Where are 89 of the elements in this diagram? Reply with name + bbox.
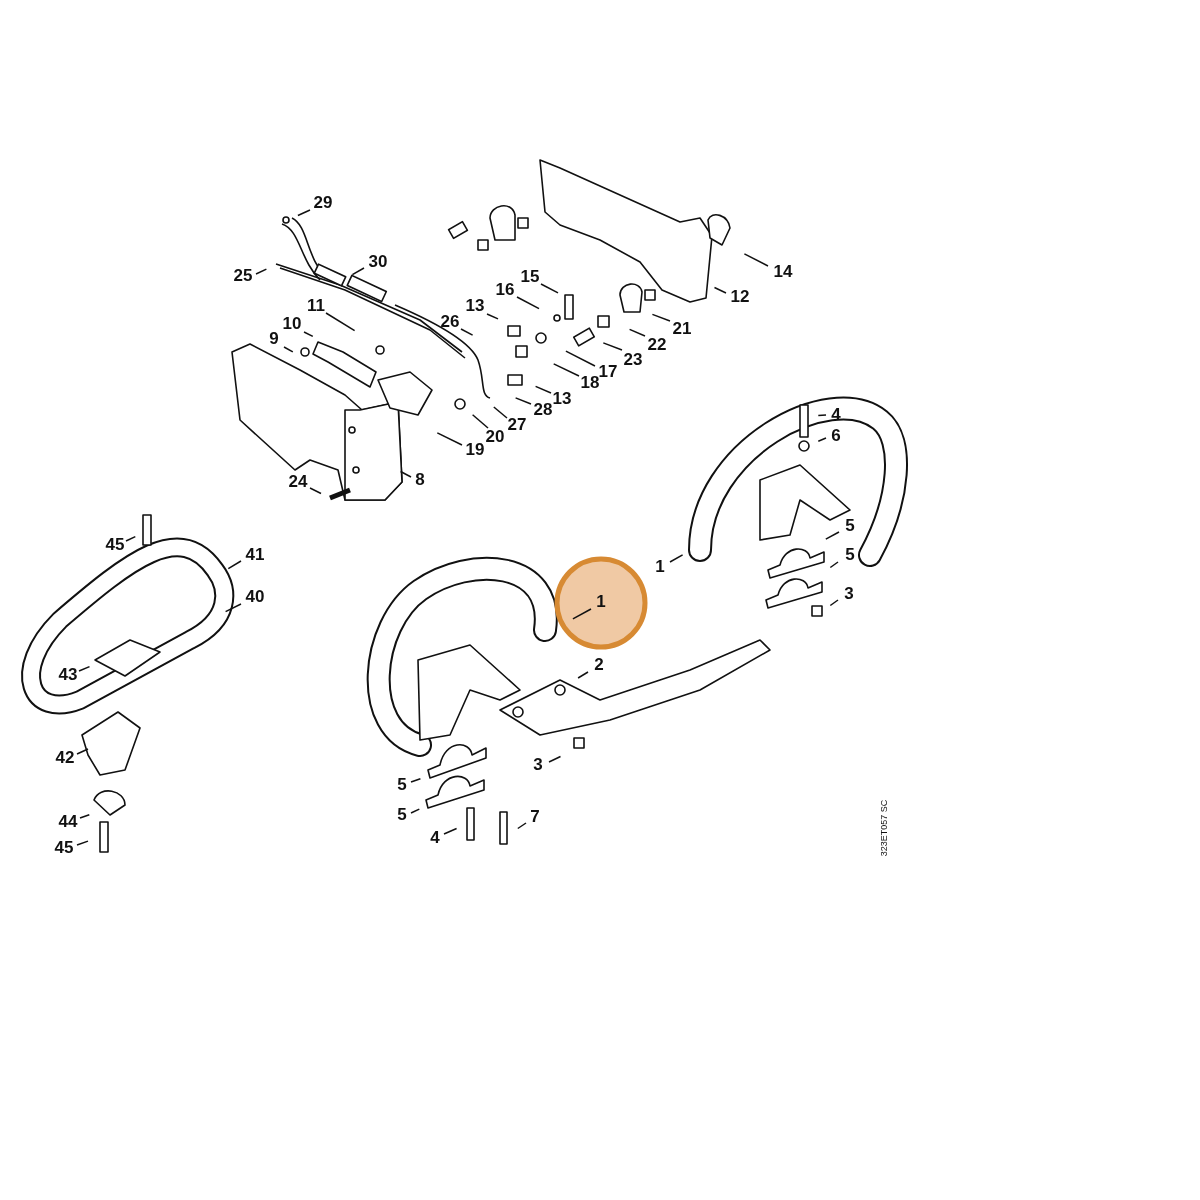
leader-line [516, 296, 540, 310]
callout-number: 42 [55, 749, 75, 767]
leader-line [443, 827, 458, 835]
drawing-number: 323ET057 SC [879, 799, 889, 857]
callout-number: 23 [623, 351, 643, 369]
leader-line [303, 331, 314, 338]
leader-line [255, 268, 268, 275]
leader-line [227, 560, 242, 570]
leader-line [514, 397, 532, 405]
callout-number: 7 [530, 808, 540, 826]
leader-line [297, 209, 311, 217]
leader-line [572, 608, 592, 620]
leader-line [565, 350, 596, 367]
leader-line [486, 313, 499, 320]
callout-number: 16 [495, 281, 515, 299]
callout-number: 4 [430, 829, 440, 847]
callout-number: 8 [415, 471, 425, 489]
callout-number: 3 [844, 585, 854, 603]
leader-line [493, 406, 508, 419]
leader-line [829, 561, 839, 569]
callout-number: 5 [397, 806, 407, 824]
leader-line [76, 748, 89, 755]
leader-line [540, 283, 559, 294]
leader-line [628, 328, 646, 337]
leader-line [76, 840, 89, 846]
leader-line [817, 437, 827, 443]
callout-number: 18 [580, 374, 600, 392]
leader-line [517, 822, 527, 830]
callout-number: 40 [245, 588, 265, 606]
callout-number: 5 [397, 776, 407, 794]
callout-number: 27 [507, 416, 527, 434]
callout-number: 22 [647, 336, 667, 354]
leader-line [125, 535, 137, 542]
callout-number: 15 [520, 268, 540, 286]
leader-line [351, 267, 365, 276]
leader-line [817, 414, 827, 417]
leader-line [552, 363, 580, 377]
callout-number: 26 [440, 313, 460, 331]
callout-number: 45 [105, 536, 125, 554]
callout-number: 9 [269, 330, 279, 348]
callout-number: 10 [282, 315, 302, 333]
callout-number: 24 [288, 473, 308, 491]
callout-number: 19 [465, 441, 485, 459]
callout-number: 11 [307, 297, 325, 315]
callout-number: 4 [831, 406, 841, 424]
leader-line [436, 432, 463, 446]
leader-line [79, 813, 91, 819]
leader-line [825, 531, 840, 540]
leader-line [713, 286, 727, 294]
leader-line [309, 487, 322, 495]
callout-number: 3 [533, 756, 543, 774]
callout-number: 29 [313, 194, 333, 212]
callout-number: 17 [598, 363, 618, 381]
leader-line [78, 665, 91, 672]
leader-line [651, 313, 671, 322]
callout-number: 44 [58, 813, 78, 831]
callout-number: 20 [485, 428, 505, 446]
callout-number: 28 [533, 401, 553, 419]
leader-line [743, 253, 769, 267]
leader-line [669, 554, 684, 563]
leader-line [471, 414, 489, 429]
leader-line [602, 342, 623, 351]
callout-number: 2 [594, 656, 604, 674]
callout-number: 41 [245, 546, 265, 564]
callout-number: 25 [233, 267, 253, 285]
callout-number: 1 [655, 558, 665, 576]
leader-line [548, 755, 562, 763]
leader-line [325, 312, 356, 332]
callout-number: 6 [831, 427, 841, 445]
leader-line [224, 603, 242, 613]
leader-line [410, 777, 422, 783]
leader-line [399, 470, 412, 478]
leader-line [460, 328, 474, 336]
callout-number: 30 [368, 253, 388, 271]
callout-number: 13 [552, 390, 572, 408]
callout-number: 12 [730, 288, 750, 306]
callout-number: 13 [465, 297, 485, 315]
leader-line [577, 671, 589, 679]
callout-number: 21 [672, 320, 692, 338]
callout-number: 1 [596, 593, 606, 611]
callout-number: 43 [58, 666, 78, 684]
leader-line [283, 346, 294, 353]
leader-line [534, 385, 552, 394]
callout-number: 14 [773, 263, 793, 281]
callout-number: 45 [54, 839, 74, 857]
callout-number: 5 [845, 517, 855, 535]
callout-number: 5 [845, 546, 855, 564]
leader-line [829, 599, 839, 607]
leader-line [410, 808, 421, 814]
